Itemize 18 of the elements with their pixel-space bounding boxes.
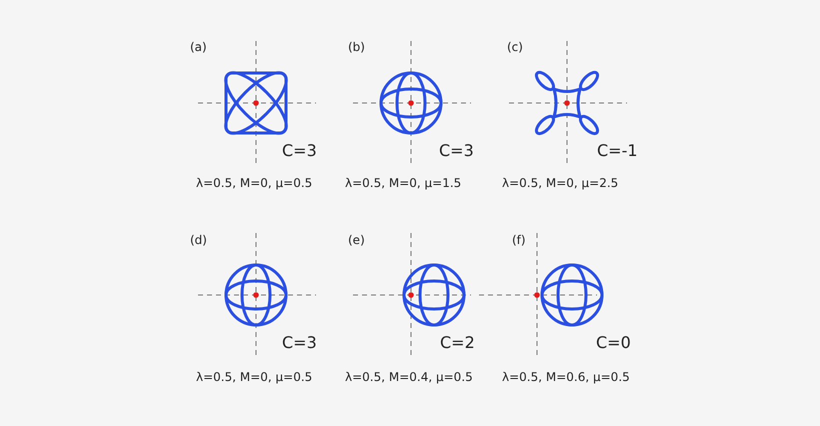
panel-letter: (e): [348, 233, 365, 247]
parameter-caption: λ=0.5, M=0.6, μ=0.5: [502, 370, 630, 384]
chern-number: C=2: [440, 333, 475, 352]
panel-letter: (c): [507, 40, 523, 54]
chern-number: C=3: [282, 333, 317, 352]
chern-number: C=3: [282, 141, 317, 160]
panel-letter: (f): [512, 233, 526, 247]
chern-number: C=-1: [597, 141, 638, 160]
parameter-caption: λ=0.5, M=0, μ=0.5: [196, 176, 312, 190]
panel-letter: (a): [190, 40, 207, 54]
parameter-caption: λ=0.5, M=0, μ=1.5: [345, 176, 462, 190]
chern-number: C=0: [596, 333, 631, 352]
chern-number: C=3: [439, 141, 474, 160]
panel-letter: (d): [190, 233, 207, 247]
parameter-caption: λ=0.5, M=0.4, μ=0.5: [345, 370, 473, 384]
parameter-caption: λ=0.5, M=0, μ=2.5: [502, 176, 618, 190]
panel-letter: (b): [348, 40, 365, 54]
parameter-caption: λ=0.5, M=0, μ=0.5: [196, 370, 312, 384]
